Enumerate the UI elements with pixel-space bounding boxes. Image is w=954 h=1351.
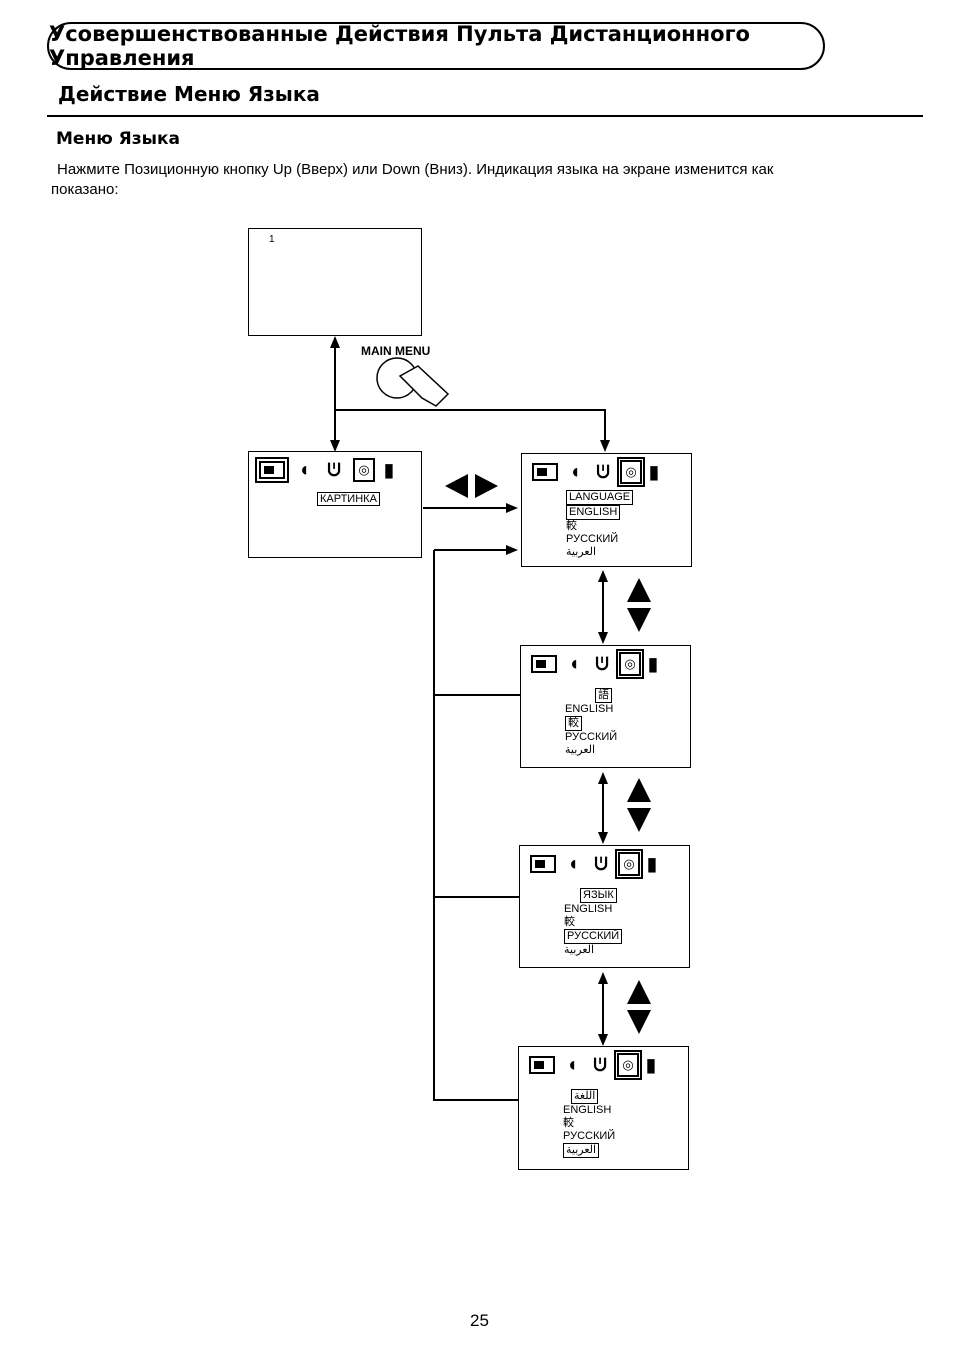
screen-language-3: ◖ ᕫ ◎ ▮ اللغة ENGLISH 較 РУССКИЙ العربية [518, 1046, 689, 1170]
microphone-icon: ᕫ [596, 462, 610, 482]
language-option: العربية [564, 944, 595, 956]
tv-icon [532, 463, 558, 481]
language-option: 較 [566, 520, 577, 532]
menu-icon-row: ◖ ᕫ ◎ ▮ [532, 457, 660, 487]
tv-icon [530, 855, 556, 873]
language-icon: ◎ [617, 457, 645, 487]
language-option: РУССКИЙ [565, 731, 618, 743]
language-option: РУССКИЙ [563, 1130, 616, 1142]
language-list: اللغة ENGLISH 較 РУССКИЙ العربية [563, 1089, 615, 1158]
language-heading: 語 [595, 688, 612, 703]
menu-icon-row: ◖ ᕫ ◎ ▮ [255, 457, 395, 483]
picture-menu-selected: КАРТИНКА [317, 492, 380, 506]
language-heading: LANGUAGE [566, 490, 634, 505]
language-list: 語 ENGLISH 較 РУССКИЙ العربية [565, 688, 617, 757]
main-menu-label: MAIN MENU [361, 344, 431, 358]
menu-icon-row: ◖ ᕫ ◎ ▮ [530, 849, 658, 879]
language-option: ENGLISH [565, 703, 614, 715]
section-title: Действие Меню Языка [58, 82, 320, 106]
menu-icon-row: ◖ ᕫ ◎ ▮ [531, 649, 659, 679]
screen-language-2: ◖ ᕫ ◎ ▮ ЯЗЫК ENGLISH 較 РУССКИЙ العربية [519, 845, 690, 968]
language-icon: ◎ [616, 649, 644, 679]
language-option: ENGLISH [563, 1104, 612, 1116]
language-icon: ◎ [614, 1050, 642, 1080]
main-menu-button [376, 357, 450, 407]
speaker-icon: ◖ [297, 459, 311, 481]
instruction-line-1: Нажмите Позиционную кнопку Up (Вверх) ил… [57, 161, 774, 178]
plug-icon: ▮ [648, 654, 658, 674]
language-option: РУССКИЙ [566, 533, 619, 545]
tv-icon [529, 1056, 555, 1074]
subsection-title: Меню Языка [56, 129, 180, 149]
microphone-icon: ᕫ [594, 854, 608, 874]
language-option: العربية [563, 1143, 600, 1158]
plug-icon: ▮ [646, 1055, 656, 1075]
microphone-icon: ᕫ [327, 460, 341, 480]
language-option: ENGLISH [566, 505, 621, 520]
speaker-icon: ◖ [568, 461, 582, 483]
language-option: العربية [565, 744, 596, 756]
microphone-icon: ᕫ [595, 654, 609, 674]
language-list: LANGUAGE ENGLISH 較 РУССКИЙ العربية [566, 490, 634, 559]
language-option: العربية [566, 546, 597, 558]
speaker-icon: ◖ [565, 1054, 579, 1076]
instruction-line-2: показано: [51, 181, 119, 198]
language-list: ЯЗЫК ENGLISH 較 РУССКИЙ العربية [564, 888, 623, 957]
page-number: 25 [470, 1311, 489, 1330]
language-icon: ◎ [615, 849, 643, 879]
menu-icon-row: ◖ ᕫ ◎ ▮ [529, 1050, 657, 1080]
language-option: 較 [563, 1117, 574, 1129]
chapter-title: Усовершенствованные Действия Пульта Дист… [49, 22, 750, 70]
plug-icon: ▮ [384, 460, 394, 480]
chapter-banner: Усовершенствованные Действия Пульта Дист… [47, 22, 825, 70]
speaker-icon: ◖ [567, 653, 581, 675]
screen-language-0: ◖ ᕫ ◎ ▮ LANGUAGE ENGLISH 較 РУССКИЙ العرب… [521, 453, 692, 567]
tv-icon [531, 655, 557, 673]
screen-blank: 1 [248, 228, 422, 336]
section-divider [47, 115, 923, 117]
language-option: РУССКИЙ [564, 929, 623, 944]
language-heading: اللغة [571, 1089, 599, 1104]
language-icon: ◎ [353, 458, 375, 482]
instruction-text: Нажмите Позиционную кнопку Up (Вверх) ил… [51, 160, 911, 200]
language-option: 較 [565, 716, 582, 731]
screen-picture-menu: ◖ ᕫ ◎ ▮ КАРТИНКА [248, 451, 422, 558]
speaker-icon: ◖ [566, 853, 580, 875]
tv-icon [255, 457, 289, 483]
language-option: ENGLISH [564, 903, 613, 915]
plug-icon: ▮ [649, 462, 659, 482]
screen-language-1: ◖ ᕫ ◎ ▮ 語 ENGLISH 較 РУССКИЙ العربية [520, 645, 691, 768]
microphone-icon: ᕫ [593, 1055, 607, 1075]
language-heading: ЯЗЫК [580, 888, 617, 903]
language-option: 較 [564, 916, 575, 928]
plug-icon: ▮ [647, 854, 657, 874]
screen-number: 1 [269, 234, 275, 245]
